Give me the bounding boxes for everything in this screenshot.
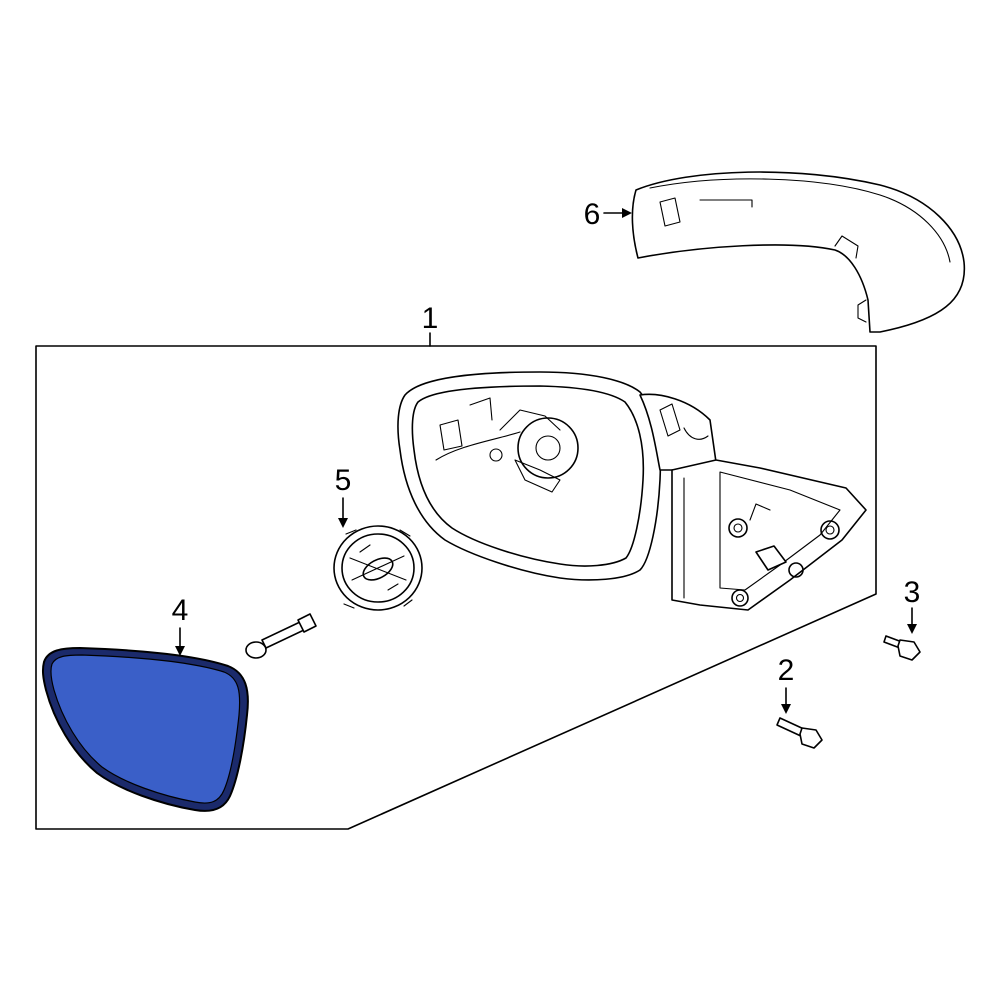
mirror-cover[interactable] (631, 171, 966, 333)
mirror-glass[interactable] (41, 646, 249, 812)
callout-5: 5 (335, 464, 352, 497)
callout-6: 6 (584, 198, 601, 231)
bolt-3[interactable] (883, 635, 921, 661)
arrow-5 (338, 518, 348, 528)
arrow-2 (781, 704, 791, 714)
bolt-2[interactable] (776, 717, 823, 749)
assembly-frame (35, 345, 877, 830)
mirror-housing[interactable] (397, 371, 867, 611)
callout-1: 1 (422, 302, 439, 335)
mirror-glass-face (50, 654, 241, 804)
arrow-6 (622, 208, 632, 218)
callout-3: 3 (904, 576, 921, 609)
actuator-screw[interactable] (245, 613, 317, 659)
callout-4: 4 (172, 594, 189, 627)
mirror-actuator[interactable] (333, 525, 423, 611)
callout-2: 2 (778, 654, 795, 687)
arrow-4 (175, 646, 185, 656)
arrow-3 (907, 624, 917, 634)
